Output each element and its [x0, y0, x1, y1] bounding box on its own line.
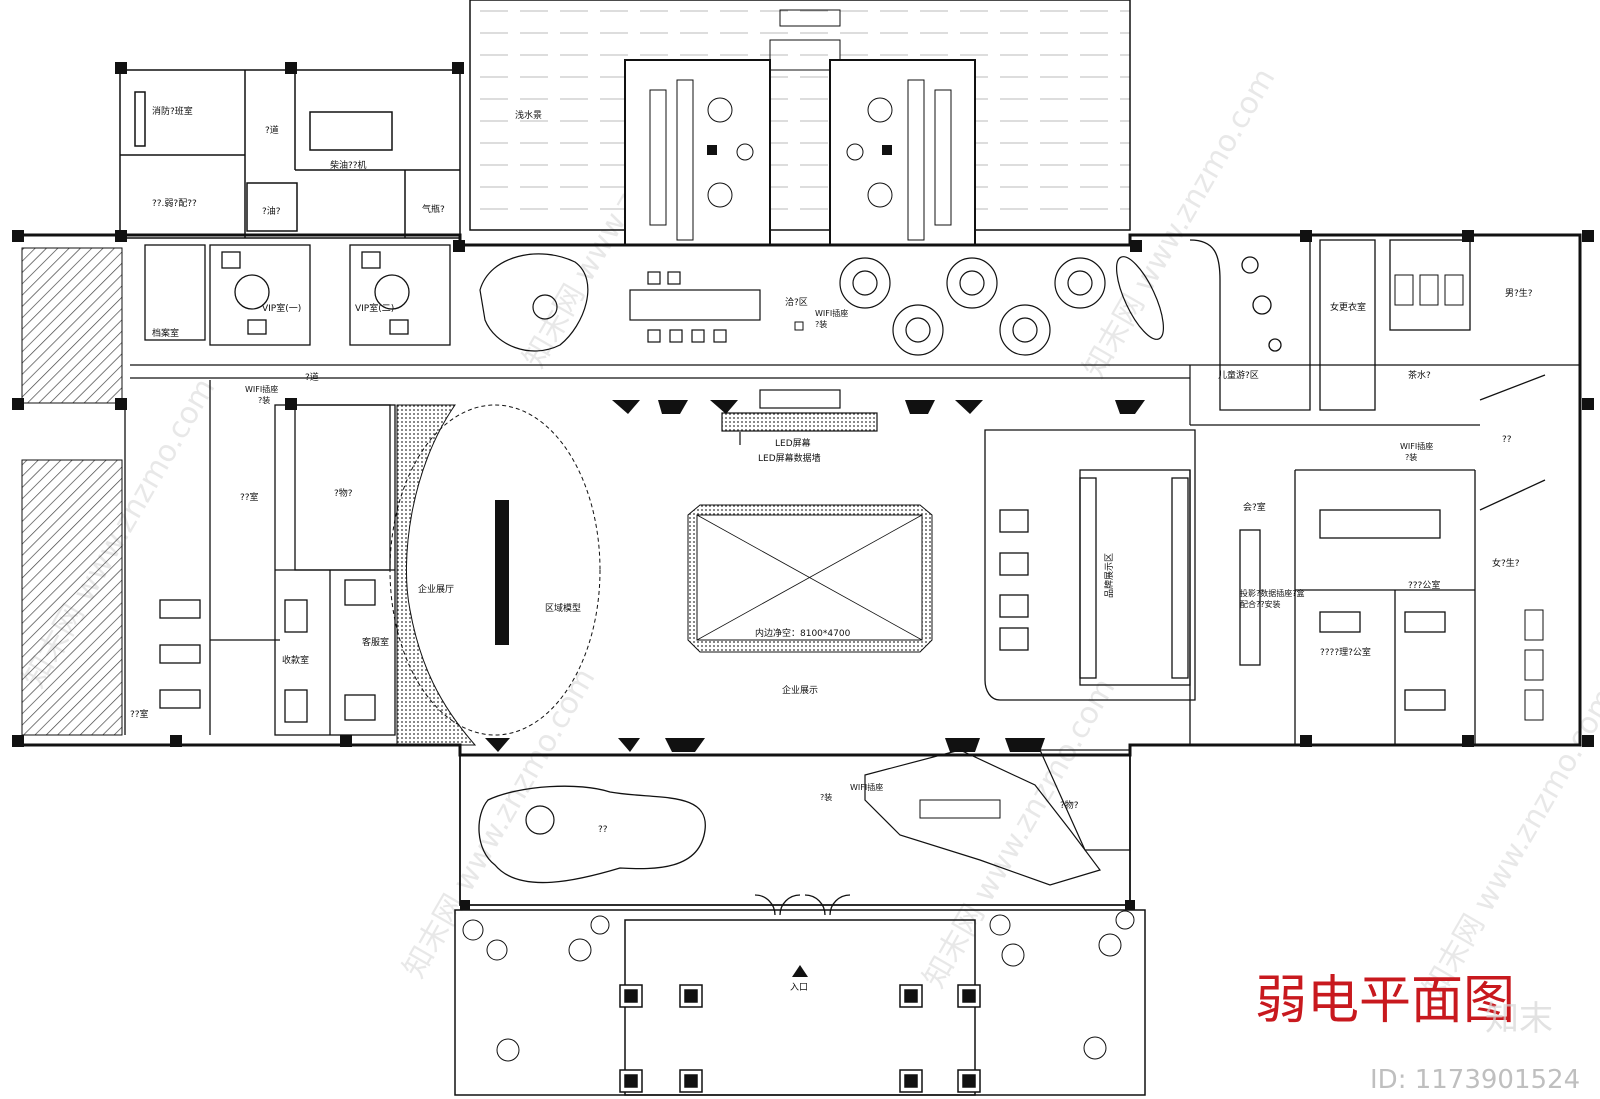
room-label-archive: 档案室 [152, 327, 179, 339]
room-label-female-wc: 女?生? [1492, 557, 1520, 569]
watermark-text-6: 知末网 www.znzmo.com [1417, 682, 1600, 1004]
label-sand-table: 区域模型 [545, 602, 581, 614]
label-corp-display: 企业展示 [782, 684, 818, 696]
room-label-diesel: 柴油??机 [330, 159, 367, 171]
drawing-title: 弱电平面图 [1255, 971, 1515, 1031]
vip-rooms [144, 244, 451, 346]
wifi-label-2: WIFI插座 [245, 384, 278, 394]
pavilion-left [624, 59, 771, 246]
room-label-pass-b: ?道 [305, 371, 319, 383]
planter-left-top [21, 247, 123, 404]
bottom-terrace [454, 909, 1146, 1096]
label-inner-clear: 内边净空：8100*4700 [755, 627, 851, 639]
id-label: ID: 1173901524 [1370, 1065, 1580, 1095]
wifi-label-1: WIFI插座 [815, 308, 848, 318]
install-label-2: ?装 [258, 395, 270, 405]
entrance-doors [754, 894, 851, 916]
wifi-label-4: WIFI插座 [1400, 441, 1433, 451]
room-label-manager: ????理?公室 [1320, 646, 1371, 658]
room-label-female-locker: 女更衣室 [1330, 301, 1366, 313]
room-label-negotiation: 洽?区 [785, 296, 808, 308]
round-tables [839, 256, 1164, 356]
corp-hall [389, 404, 601, 746]
entrance-arrow-icon [792, 965, 808, 977]
room-label-cashier: 收款室 [282, 654, 309, 666]
room-label-male-wc: 男?生? [1505, 287, 1533, 299]
planter-left-bottom [21, 459, 123, 736]
label-led-wall: LED屏幕数据墙 [758, 452, 821, 464]
right-offices [1189, 374, 1546, 745]
top-water-feature: 浅水景 [469, 0, 1131, 231]
room-label-office-b: ??室 [130, 708, 149, 720]
label-meeting-note1: 投影?数据插座?盒 [1240, 588, 1305, 598]
room-label-office-c: ???公室 [1408, 579, 1440, 591]
label-meeting-note2: 配合??安装 [1240, 599, 1281, 609]
room-label-oil: ?油? [262, 205, 281, 217]
ceiling-void [687, 504, 933, 653]
room-label-kids: 儿童游?区 [1218, 369, 1259, 381]
room-label-meeting: 会?室 [1243, 501, 1266, 513]
room-label-storage-b: ?物? [1060, 799, 1079, 811]
led-wall [721, 389, 878, 445]
service-wing [119, 69, 461, 239]
install-label-4: ?装 [1405, 452, 1417, 462]
left-offices [124, 380, 396, 736]
room-label-reception: 客服室 [362, 636, 389, 648]
brand-display [984, 429, 1196, 701]
tree-symbols [462, 910, 1135, 1062]
room-label-office-a: ??室 [240, 491, 259, 503]
install-label-3: ?装 [820, 792, 832, 802]
kids-zone [1189, 239, 1471, 411]
wifi-label-3: WIFI插座 [850, 782, 883, 792]
room-label-pass-a: ?道 [265, 124, 279, 136]
room-label-gas: 气瓶? [422, 203, 445, 215]
room-label-shallow-water: 浅水景 [515, 109, 542, 121]
structural-columns [12, 62, 1594, 910]
label-led-screen: LED屏幕 [775, 437, 811, 449]
room-label-storage-a: ?物? [334, 487, 353, 499]
wifi-socket-icon [794, 321, 804, 331]
toilet-stalls [1394, 274, 1544, 721]
room-label-pass-c: ?? [1502, 435, 1512, 445]
room-label-tea: 茶水? [1408, 369, 1431, 381]
install-label-1: ?装 [815, 319, 827, 329]
room-label-vip1: VIP室(一) [262, 302, 301, 314]
room-label-fire-control: 消防?班室 [152, 105, 193, 117]
column-marks [485, 400, 1145, 752]
entrance-block [459, 749, 1131, 906]
label-pool: ?? [598, 825, 608, 835]
negotiation-area [479, 253, 761, 352]
logo-watermark: 知末 [1485, 999, 1553, 1039]
room-label-corp-hall: 企业展厅 [418, 583, 454, 595]
label-entrance: 入口 [790, 982, 808, 993]
room-label-dist: ??.弱?配?? [152, 198, 197, 209]
room-label-vip2: VIP室(二) [355, 302, 394, 314]
pavilion-right [829, 59, 976, 246]
label-brand-display: 品牌展示区 [1103, 553, 1115, 598]
